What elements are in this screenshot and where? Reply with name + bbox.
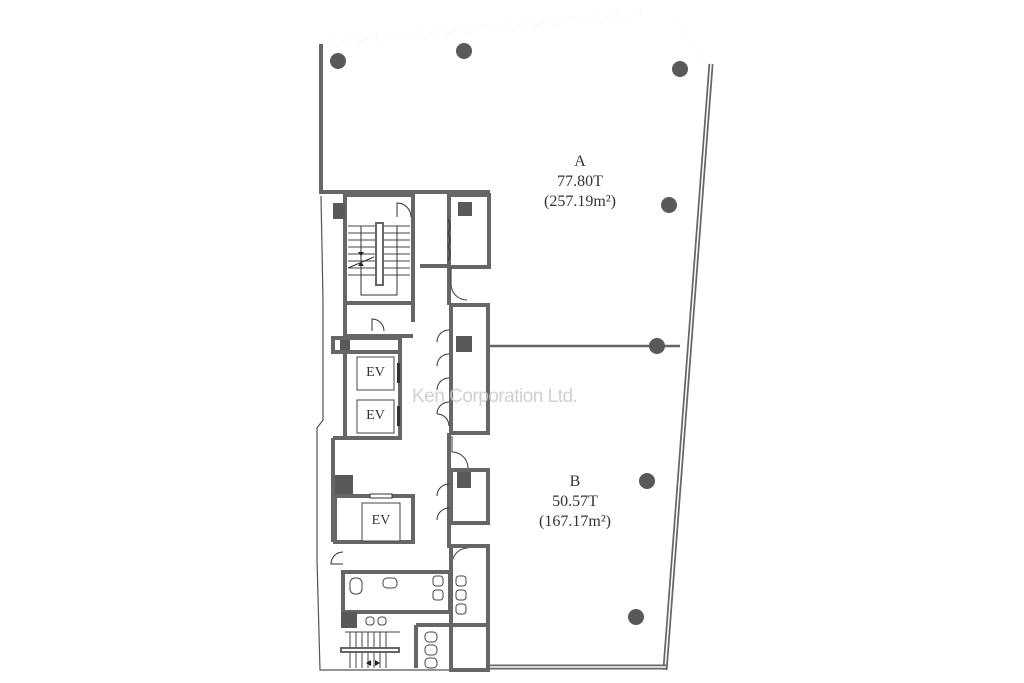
unit-b-label: B 50.57T (167.17m²) (515, 472, 635, 532)
elevator-cars (356, 356, 401, 542)
elevator-3-label: EV (371, 513, 391, 528)
stair-north (333, 193, 415, 305)
columns (330, 43, 688, 625)
unit-b-tsubo: 50.57T (552, 493, 598, 510)
doors (330, 202, 469, 565)
north-facade (320, 8, 713, 69)
unit-a-name: A (574, 153, 586, 170)
unit-b-area: (167.17m²) (539, 513, 611, 530)
elevator-1-label: EV (366, 365, 385, 380)
unit-a-label: A 77.80T (257.19m²) (520, 152, 640, 212)
unit-b-name: B (569, 473, 581, 490)
unit-a-area: (257.19m²) (544, 193, 616, 210)
core-walls (331, 193, 491, 548)
unit-a-tsubo: 77.80T (557, 173, 603, 190)
restrooms (340, 544, 490, 672)
elevator-2-label: EV (366, 408, 385, 423)
watermark: Ken Corporation Ltd. (412, 386, 578, 407)
east-facade (662, 63, 714, 671)
